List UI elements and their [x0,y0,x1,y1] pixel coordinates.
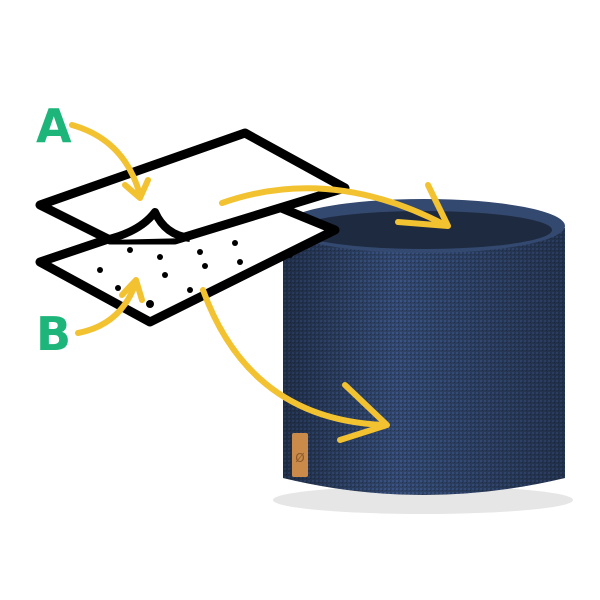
label-b: B [36,307,71,361]
arrow-to-outer-icon [200,287,388,428]
arrow-b-icon [75,282,138,336]
perforation-dots [97,240,293,308]
arrows [69,122,451,443]
neck-warmer-image: Ø [273,199,573,514]
tag-logo-icon: Ø [295,451,304,465]
arrow-to-inner-icon [219,185,448,228]
arrow-a-icon [69,122,143,198]
leather-tag: Ø [292,433,308,477]
layer-a-sheet [35,128,350,245]
label-a: A [36,99,72,153]
